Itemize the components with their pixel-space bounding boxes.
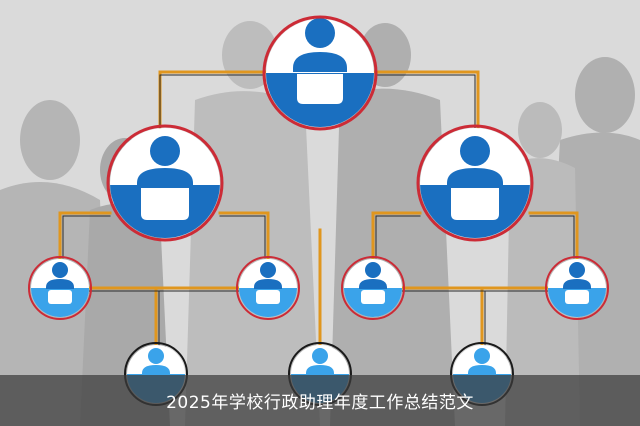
person-icon bbox=[447, 136, 503, 220]
person-icon bbox=[468, 348, 496, 375]
org-connectors bbox=[58, 70, 579, 347]
person-icon bbox=[46, 262, 74, 304]
caption-title: 2025年学校行政助理年度工作总结范文 bbox=[166, 393, 474, 413]
org-node-small-2 bbox=[236, 256, 300, 320]
person-icon bbox=[293, 18, 347, 104]
person-icon bbox=[142, 348, 170, 375]
person-icon bbox=[306, 348, 334, 375]
silhouette-far-right-woman bbox=[505, 102, 580, 426]
person-icon bbox=[359, 262, 387, 304]
org-node-small-1 bbox=[28, 256, 92, 320]
person-icon bbox=[254, 262, 282, 304]
org-node-small-3 bbox=[341, 256, 405, 320]
person-icon bbox=[563, 262, 591, 304]
org-node-middle-right bbox=[416, 124, 534, 242]
org-node-small-4 bbox=[545, 256, 609, 320]
person-icon bbox=[137, 136, 193, 220]
caption-bar: 2025年学校行政助理年度工作总结范文 bbox=[0, 375, 640, 426]
